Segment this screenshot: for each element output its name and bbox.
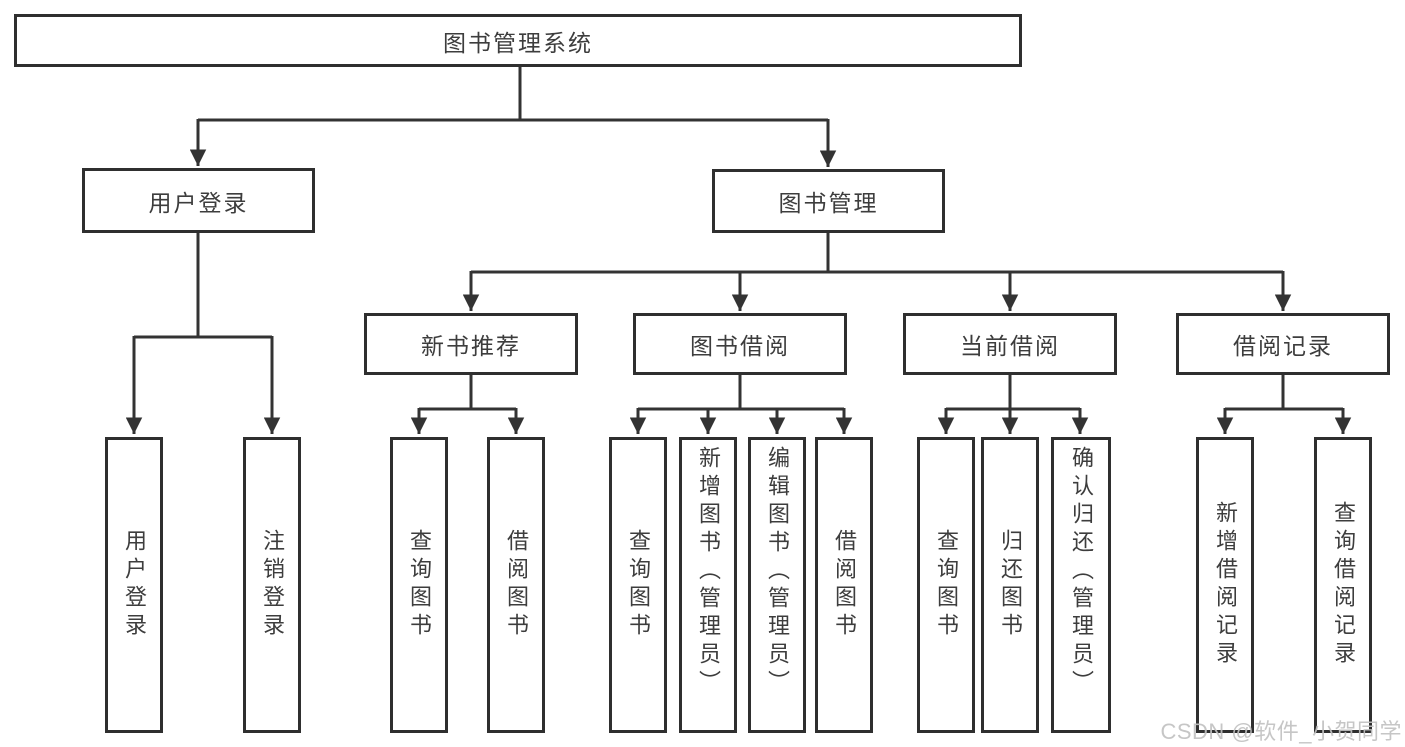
leaf-logout: 注销登录 bbox=[243, 437, 301, 733]
leaf-borrow-books-2: 借阅图书 bbox=[815, 437, 873, 733]
leaf-return-books: 归还图书 bbox=[981, 437, 1039, 733]
node-borrow-records: 借阅记录 bbox=[1176, 313, 1390, 375]
node-current-borrow: 当前借阅 bbox=[903, 313, 1117, 375]
node-book-management: 图书管理 bbox=[712, 169, 945, 233]
leaf-query-books-2: 查询图书 bbox=[609, 437, 667, 733]
node-new-book-recommend: 新书推荐 bbox=[364, 313, 578, 375]
connector-spine bbox=[134, 67, 1343, 411]
leaf-add-book-admin: 新增图书（管理员） bbox=[679, 437, 737, 733]
node-book-borrow: 图书借阅 bbox=[633, 313, 847, 375]
watermark: CSDN @软件_小贺同学 bbox=[1160, 719, 1402, 744]
leaf-user-login: 用户登录 bbox=[105, 437, 163, 733]
arrows bbox=[125, 119, 1352, 434]
leaf-edit-book-admin: 编辑图书（管理员） bbox=[748, 437, 806, 733]
leaf-confirm-return-admin: 确认归还（管理员） bbox=[1051, 437, 1111, 733]
leaf-query-borrow-record: 查询借阅记录 bbox=[1314, 437, 1372, 733]
leaf-query-books-1: 查询图书 bbox=[390, 437, 448, 733]
leaf-borrow-books-1: 借阅图书 bbox=[487, 437, 545, 733]
node-user-login: 用户登录 bbox=[82, 168, 315, 233]
leaf-add-borrow-record: 新增借阅记录 bbox=[1196, 437, 1254, 733]
leaf-query-books-3: 查询图书 bbox=[917, 437, 975, 733]
node-root-system: 图书管理系统 bbox=[14, 14, 1022, 67]
